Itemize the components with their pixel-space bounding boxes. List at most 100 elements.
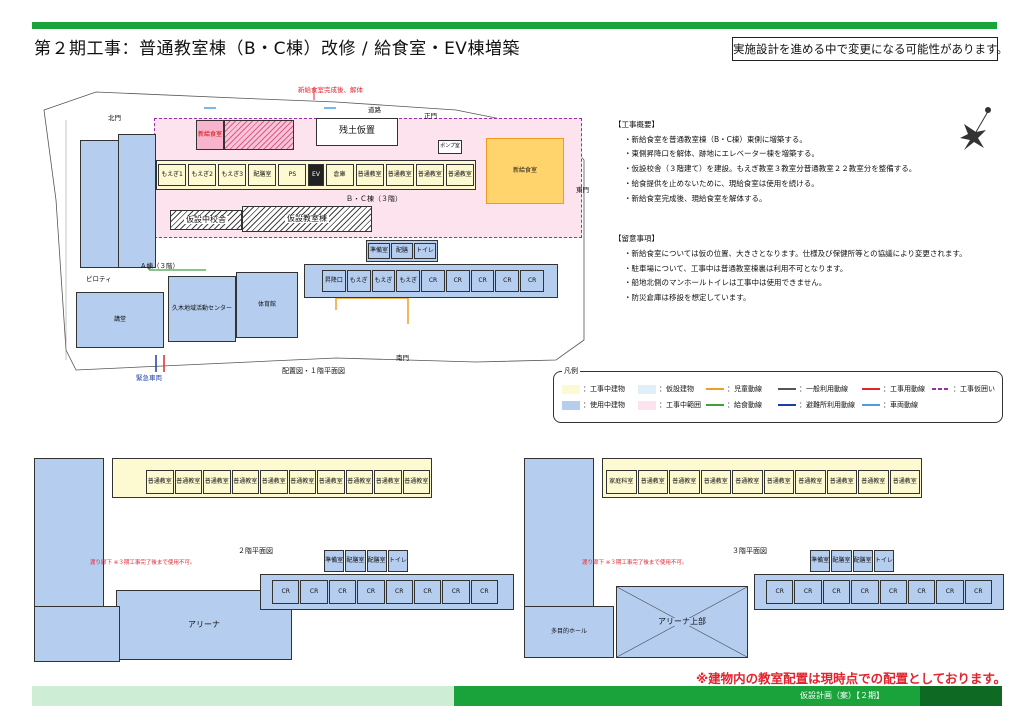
gym-small: 講堂 (76, 292, 164, 348)
legend-item: ：児童動線 (706, 384, 762, 394)
arena-label: アリーナ上部 (658, 616, 706, 627)
legend-line (778, 388, 796, 390)
lower-top-rooms: 準備室 配膳 トイレ (368, 243, 436, 259)
room-cell: CR (470, 270, 495, 292)
room-cell: CR (851, 580, 879, 604)
new-kitchen-small: 新給食室 (196, 120, 224, 150)
floor2-lower-top: 準備室 配膳室 配膳室 トイレ (324, 550, 408, 572)
room-cell: 普通教室 (385, 164, 414, 186)
room-cell: CR (413, 580, 442, 604)
room-cell: CR (442, 580, 470, 604)
room-cell: 普通教室 (732, 470, 763, 494)
note-line: ・船地北側のマンホールトイレは工事中は使用できません。 (624, 278, 827, 288)
legend-item: ：工事中範囲 (638, 400, 701, 410)
east-gate-label: 東門 (576, 186, 589, 194)
note-line: ・新給食室を普通教室棟（B・C棟）東側に増築する。 (624, 134, 807, 144)
legend-line (778, 404, 796, 406)
legend-line (706, 404, 724, 406)
room-cell: CR (357, 580, 385, 604)
room-cell: もえぎ (371, 270, 396, 292)
room-cell: CR (907, 580, 936, 604)
room-cell: もえぎ (346, 270, 371, 292)
a-building-wing (118, 134, 156, 268)
legend-item: ：工事仮囲い (932, 384, 995, 394)
legend-title: 凡例 (562, 366, 580, 376)
room-cell: もえぎ3 (218, 164, 247, 186)
legend-label: ：給食動線 (727, 401, 762, 409)
page-title: 第２期工事：普通教室棟（B・C棟）改修 / 給食室・EV棟増築 (34, 39, 520, 59)
room-cell: PS (278, 164, 307, 186)
room-cell: 配膳室 (831, 550, 852, 572)
room-cell: CR (766, 580, 794, 604)
legend: 凡例 ：工事中建物 ：仮設建物 ：児童動線 ：一般利用動線 ：工事用動線 ：工事… (553, 366, 1003, 423)
floor2-plan: 普通教室 普通教室 普通教室 普通教室 普通教室 普通教室 普通教室 普通教室 … (34, 440, 514, 662)
legend-line (932, 388, 950, 390)
legend-label: ：使用中建物 (583, 401, 625, 409)
room-cell: 普通教室 (146, 470, 174, 494)
room-cell: 配膳室 (852, 550, 873, 572)
floor3-a-building (524, 458, 594, 608)
emergency-vehicle-label: 緊急車両 (136, 374, 162, 382)
room-cell: EV (308, 164, 324, 186)
notes-panel: 【工事概要】 ・新給食室を普通教室棟（B・C棟）東側に増築する。 ・東側昇降口を… (614, 118, 967, 306)
legend-item: ：使用中建物 (562, 400, 625, 410)
notice-box: 実施設計を進める中で変更になる可能性があります。 (732, 37, 1008, 61)
room-cell: CR (822, 580, 851, 604)
room-cell: CR (300, 580, 328, 604)
north-gate-label: 北門 (108, 114, 121, 122)
legend-label: ：仮設建物 (659, 385, 694, 393)
room-cell: 普通教室 (826, 470, 857, 494)
room-cell: 普通教室 (763, 470, 794, 494)
legend-swatch (562, 384, 580, 394)
legend-line (862, 388, 880, 390)
note-line: ・給食提供を止めないために、現給食室は使用を続ける。 (624, 178, 819, 188)
arena-hall: 体育館 (236, 272, 298, 338)
room-cell: 普通教室 (889, 470, 920, 494)
room-cell: 準備室 (810, 550, 831, 572)
legend-label: ：避難所利用動線 (799, 401, 855, 409)
south-gate-label: 南門 (396, 354, 409, 362)
note-line: ・新給食室完成後、現給食室を解体する。 (624, 193, 767, 203)
room-cell: CR (470, 580, 498, 604)
room-cell: 普通教室 (288, 470, 316, 494)
room-cell: CR (520, 270, 545, 292)
room-cell: CR (328, 580, 357, 604)
pilotis-label: ピロティ (86, 275, 112, 283)
legend-label: ：児童動線 (727, 385, 762, 393)
room-cell: 普通教室 (700, 470, 731, 494)
top-bar (32, 22, 997, 29)
room-cell: 配膳室 (366, 550, 387, 572)
floor2-lower-rooms: CR CR CR CR CR CR CR CR (272, 580, 498, 604)
footer-warning: ※建物内の教室配置は現時点での配置としております。 (696, 671, 1007, 686)
floor3-lower-rooms: CR CR CR CR CR CR CR CR (766, 580, 992, 604)
room-cell: 普通教室 (445, 164, 474, 186)
room-cell: 普通教室 (858, 470, 889, 494)
floor3-arena: アリーナ上部 (616, 586, 748, 658)
legend-item: ：車両動線 (862, 400, 918, 410)
floor3-plan: 家庭科室 普通教室 普通教室 普通教室 普通教室 普通教室 普通教室 普通教室 … (524, 440, 1004, 662)
floor3-caption: ３階平面図 (732, 547, 767, 555)
room-cell: 昇降口 (322, 270, 346, 292)
room-cell: 普通教室 (402, 470, 430, 494)
legend-item: ：一般利用動線 (778, 384, 848, 394)
lower-room-row: 昇降口 もえぎ もえぎ もえぎ CR CR CR CR CR (322, 270, 545, 292)
footer-text: 仮設計画（案）【２期】 (800, 691, 884, 700)
room-cell: CR (385, 580, 413, 604)
floor2-corridor-note: 渡り廊下 ※３期工事完了後まで使用不可。 (90, 560, 196, 566)
notes-section2-title: 【留意事項】 (614, 234, 659, 244)
legend-label: ：工事用動線 (883, 385, 925, 393)
room-cell: CR (794, 580, 822, 604)
room-cell: もえぎ (396, 270, 421, 292)
bc-room-row: もえぎ1 もえぎ2 もえぎ3 配膳室 PS EV 倉庫 普通教室 普通教室 普通… (158, 164, 474, 186)
footer-bar-left (32, 686, 454, 706)
room-cell: CR (964, 580, 992, 604)
room-cell: 普通教室 (203, 470, 231, 494)
room-cell: もえぎ2 (188, 164, 217, 186)
room-cell: 普通教室 (637, 470, 668, 494)
note-line: ・防災倉庫は移設を想定しています。 (624, 293, 751, 303)
a-building-label: Ａ棟（３階） (140, 262, 179, 270)
room-cell: 配膳 (391, 243, 413, 259)
room-cell: 家庭科室 (606, 470, 637, 494)
room-cell: 普通教室 (415, 164, 444, 186)
temp-classroom: 仮設教室棟 (242, 206, 372, 232)
